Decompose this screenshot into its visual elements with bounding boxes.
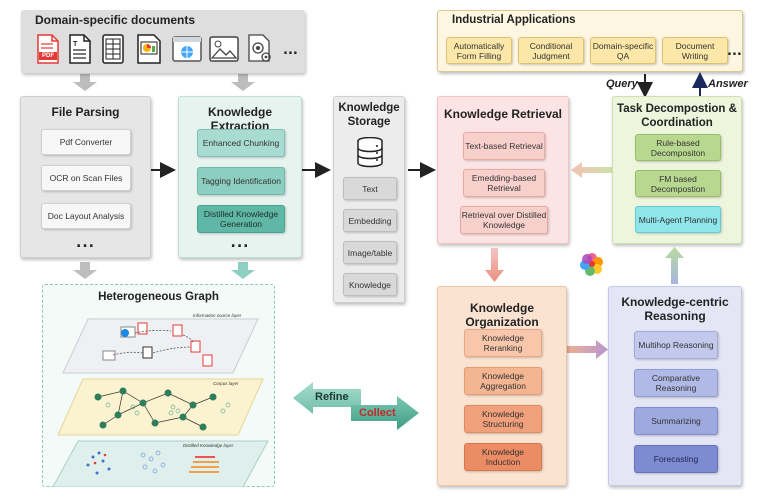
- pdf-label: PDF: [42, 53, 54, 59]
- arrow-retrieval-to-organization: [485, 248, 504, 282]
- chip-comparative-reasoning: Comparative Reasoning: [634, 369, 718, 397]
- task-decomposition-title: Task Decompostion & Coordination: [617, 103, 737, 129]
- chip-multi-agent-planning: Multi-Agent Planning: [635, 206, 721, 233]
- chip-knowledge-structuring: Knowledge Structuring: [464, 405, 542, 433]
- knowledge-storage-title: Knowledge Storage: [338, 102, 400, 128]
- info-source-layer-plane: [62, 318, 259, 374]
- chip-distilled-knowledge-generation: Distilled Knowledge Generation: [197, 205, 285, 233]
- knowledge-organization-panel: Knowledge Organization Knowledge Reranki…: [437, 286, 567, 486]
- app-chip-conditional-judgment: Conditional Judgment: [518, 37, 584, 64]
- chip-knowledge-reranking: Knowledge Reranking: [464, 329, 542, 357]
- task-decomposition-panel: Task Decompostion & Coordination Rule-ba…: [612, 96, 742, 244]
- teal-arrow-extraction-graph: [231, 262, 255, 279]
- corpus-layer-plane: [57, 378, 264, 436]
- graph-layer-label-corpus: Corpus layer: [213, 381, 239, 386]
- app-chip-form-filling: Automatically Form Filling: [446, 37, 512, 64]
- chip-doc-layout: Doc Layout Analysis: [41, 203, 131, 229]
- chip-knowledge-aggregation: Knowledge Aggregation: [464, 367, 542, 395]
- refine-label: Refine: [315, 391, 349, 403]
- industrial-panel: Industrial Applications Automatically Fo…: [437, 10, 743, 72]
- chip-fm-based-decomposition: FM based Decompostion: [635, 170, 721, 197]
- chip-knowledge-induction: Knowledge Induction: [464, 443, 542, 471]
- arrow-organization-to-reasoning: [566, 340, 608, 359]
- chip-summarizing: Summarizing: [634, 407, 718, 435]
- distilled-clusters: [86, 450, 219, 475]
- chip-retrieval-distilled: Retrieval over Distilled Knowledge: [460, 206, 548, 234]
- storage-chip-image-table: Image/table: [343, 241, 397, 264]
- storage-chip-knowledge: Knowledge: [343, 273, 397, 296]
- domain-docs-title: Domain-specific documents: [35, 13, 196, 27]
- chip-tagging-identification: Tagging Identification: [197, 167, 285, 195]
- chip-forecasting: Forecasting: [634, 445, 718, 473]
- graph-layer-label-distilled: Distilled Knowledge layer: [183, 443, 234, 448]
- domain-docs-more: ...: [283, 43, 298, 58]
- storage-chip-text: Text: [343, 177, 397, 200]
- app-chip-document-writing: Document Writing: [662, 37, 728, 64]
- knowledge-reasoning-title: Knowledge-centric Reasoning: [621, 295, 729, 323]
- arrow-task-to-retrieval: [571, 162, 612, 178]
- chip-enhanced-chunking: Enhanced Chunking: [197, 129, 285, 157]
- svg-text:T: T: [73, 41, 78, 48]
- flower-logo-icon: [578, 250, 606, 278]
- chip-embedding-based-retrieval: Emedding-based Retrieval: [463, 169, 545, 197]
- corpus-small-nodes: [105, 402, 231, 416]
- collect-label: Collect: [359, 407, 396, 419]
- knowledge-retrieval-panel: Knowledge Retrieval Text-based Retrieval…: [437, 96, 569, 244]
- storage-chip-embedding: Embedding: [343, 209, 397, 232]
- distilled-layer-plane: [52, 440, 269, 487]
- corpus-node-dots: [94, 387, 217, 431]
- domain-docs-panel: Domain-specific documents PDF T ...: [21, 10, 305, 73]
- industrial-more: ...: [727, 44, 742, 59]
- arrow-reasoning-to-task: [665, 247, 684, 284]
- gray-arrow-docs-extraction: [231, 74, 255, 91]
- chip-ocr-scan: OCR on Scan Files: [41, 165, 131, 191]
- refine-collect-arrows: Refine Collect: [293, 380, 423, 436]
- gray-arrow-docs-parsing: [73, 74, 97, 91]
- answer-label: Answer: [708, 78, 748, 90]
- knowledge-retrieval-title: Knowledge Retrieval: [443, 107, 563, 121]
- chip-text-based-retrieval: Text-based Retrieval: [463, 132, 545, 160]
- collect-arrow-shape: [351, 396, 419, 430]
- knowledge-reasoning-panel: Knowledge-centric Reasoning Multihop Rea…: [608, 286, 742, 486]
- corpus-nodes: [97, 390, 214, 428]
- knowledge-organization-title: Knowledge Organization: [465, 301, 539, 329]
- chip-pdf-converter: Pdf Converter: [41, 129, 131, 155]
- refine-arrow-shape: [293, 382, 361, 414]
- chip-rule-based-decomposition: Rule-based Decompositon: [635, 134, 721, 161]
- file-parsing-more: ...: [76, 235, 95, 251]
- knowledge-storage-panel: Knowledge Storage Text Embedding Image/t…: [333, 96, 405, 303]
- industrial-title: Industrial Applications: [452, 14, 576, 26]
- graph-layers-illustration: [52, 318, 269, 487]
- file-parsing-title: File Parsing: [51, 105, 120, 119]
- chip-multihop-reasoning: Multihop Reasoning: [634, 331, 718, 359]
- file-parsing-panel: File Parsing Pdf Converter OCR on Scan F…: [20, 96, 151, 258]
- query-label: Query: [606, 78, 638, 90]
- pdf-file-icon: PDF: [36, 34, 60, 64]
- gray-arrow-parsing-graph: [73, 262, 97, 279]
- knowledge-extraction-more: ...: [230, 235, 250, 251]
- graph-layer-label-info: Information source layer: [193, 313, 242, 318]
- knowledge-extraction-panel: Knowledge Extraction Enhanced Chunking T…: [178, 96, 302, 258]
- info-source-nodes: [102, 322, 213, 367]
- graph-title: Heterogeneous Graph: [98, 291, 219, 303]
- app-chip-domain-qa: Domain-specific QA: [590, 37, 656, 64]
- heterogeneous-graph-panel: Heterogeneous Graph: [42, 284, 275, 487]
